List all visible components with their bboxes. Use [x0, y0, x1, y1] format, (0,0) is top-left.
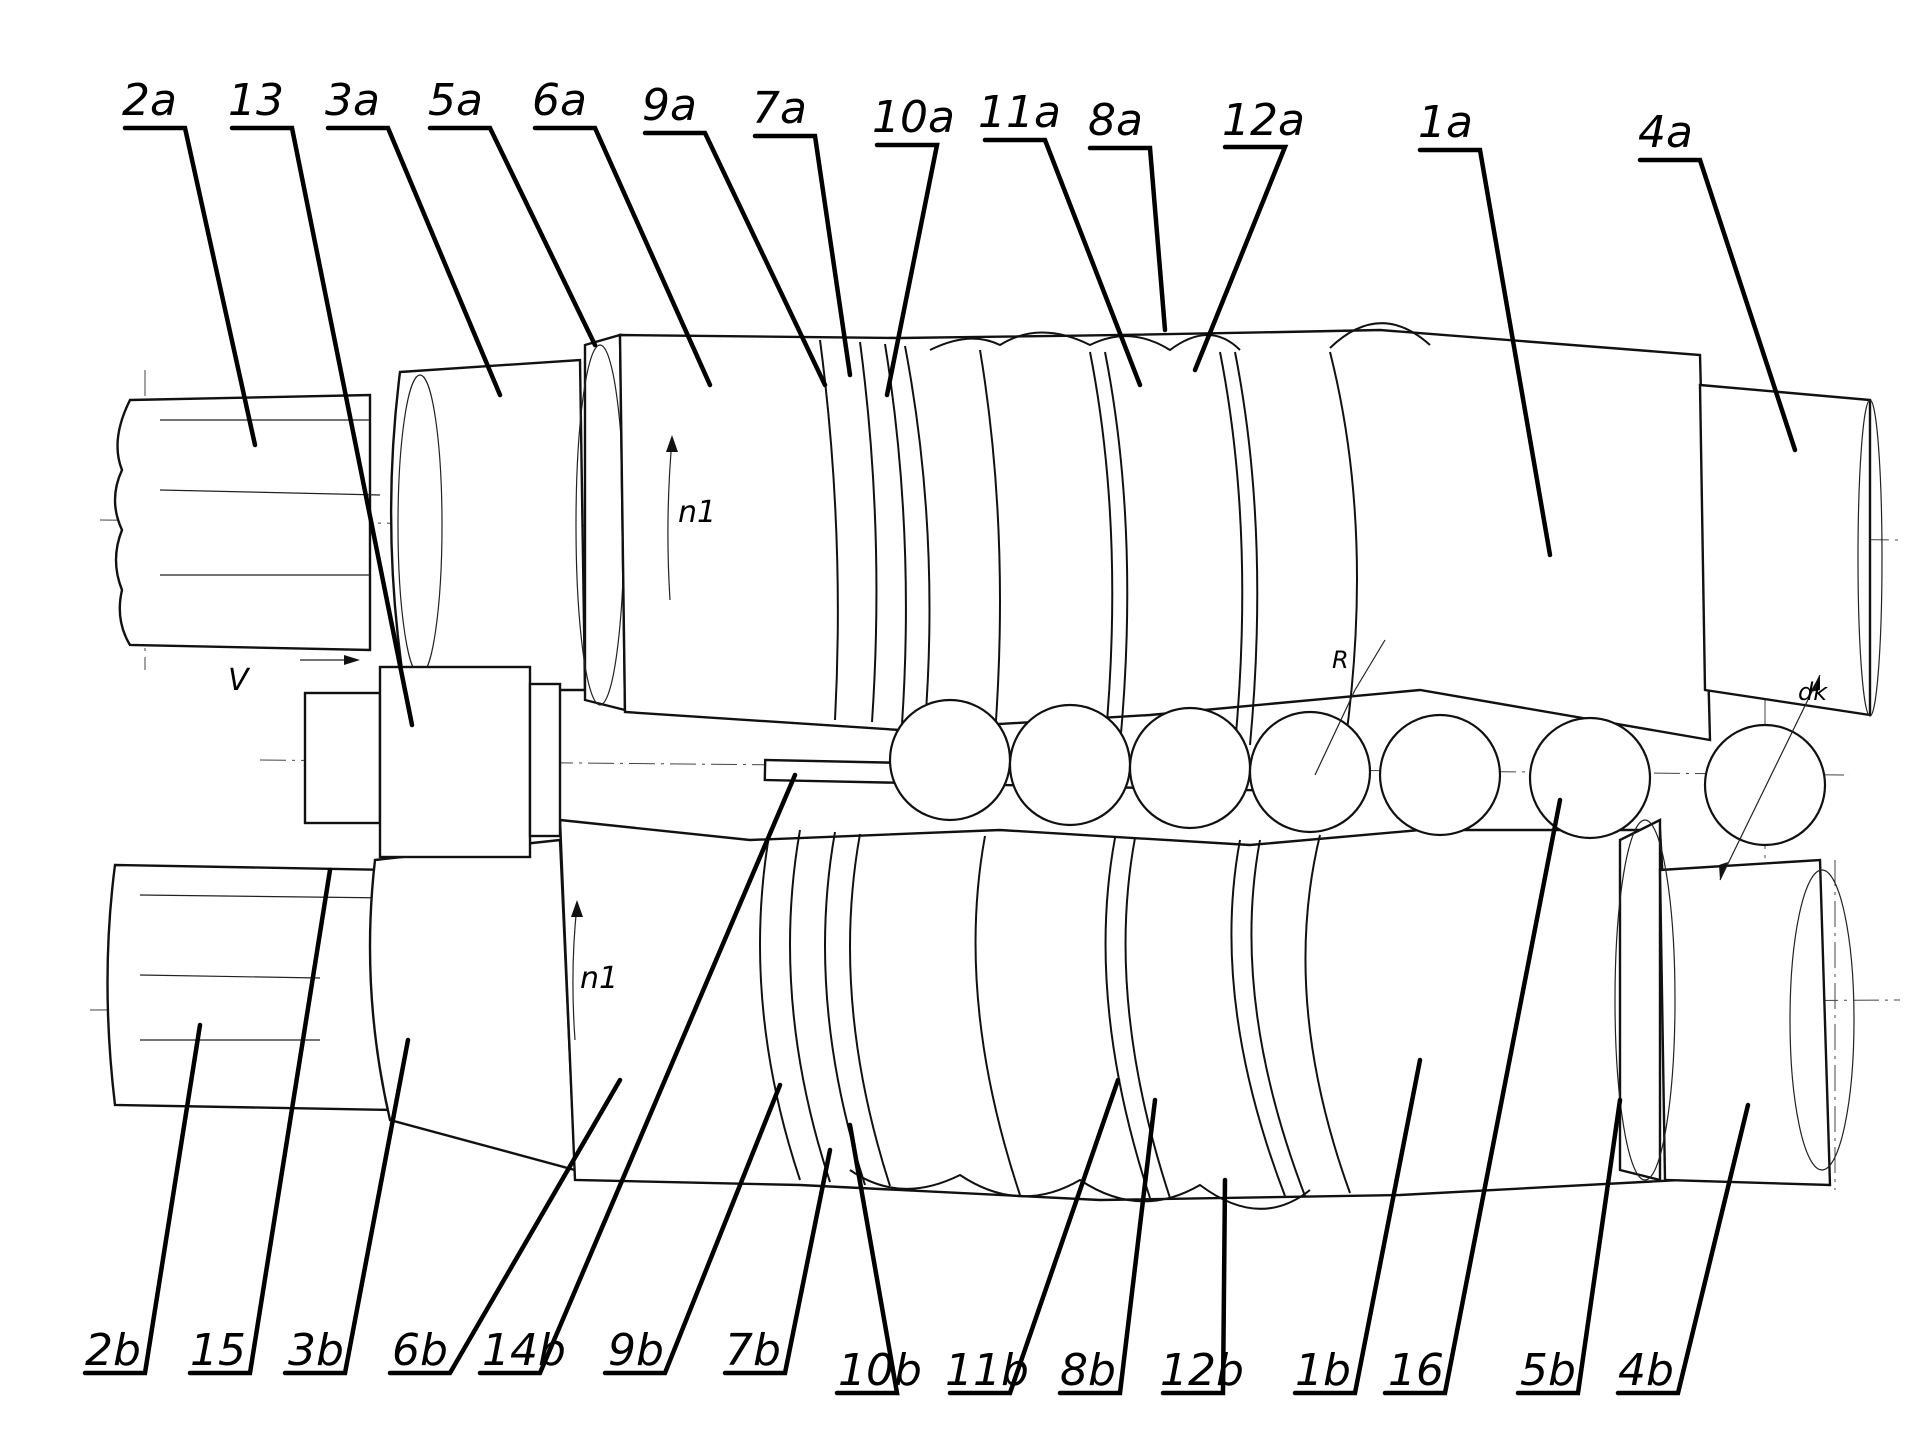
guide-block-13 [378, 665, 532, 859]
radius-label: R [1332, 646, 1349, 674]
ball-diameter-label: dk [1798, 678, 1828, 706]
lower-roll [106, 818, 1855, 1210]
speed-label-upper: n1 [678, 495, 716, 530]
annotations: n1 n1 V R dk [228, 495, 1828, 996]
bearing-5a [583, 333, 627, 712]
label-2b: 2b [85, 1325, 141, 1376]
feed-label: V [228, 663, 251, 698]
label-5b: 5b [1520, 1345, 1576, 1396]
label-3b: 3b [288, 1325, 344, 1376]
label-8b: 8b [1060, 1345, 1116, 1396]
label-7b: 7b [725, 1325, 781, 1376]
label-1b: 1b [1295, 1345, 1351, 1396]
label-12a: 12a [1222, 95, 1305, 146]
shaft-end-4a [1698, 383, 1872, 717]
shaft-end-4b [1658, 858, 1832, 1187]
collar-3b [368, 838, 577, 1172]
label-6b: 6b [392, 1325, 448, 1376]
label-15: 15 [190, 1325, 246, 1376]
label-6a: 6a [532, 75, 587, 126]
leader-lines [82, 125, 1798, 1396]
label-4b: 4b [1618, 1345, 1674, 1396]
label-10a: 10a [872, 92, 955, 143]
label-11a: 11a [978, 87, 1061, 138]
roll-barrel-1b [558, 818, 1682, 1202]
label-9a: 9a [642, 80, 697, 131]
label-14b: 14b [482, 1325, 566, 1376]
feed-arrow [300, 655, 360, 665]
label-8a: 8a [1088, 95, 1143, 146]
label-1a: 1a [1418, 97, 1473, 148]
label-12b: 12b [1160, 1345, 1244, 1396]
labels-bottom: 2b 15 3b 6b 14b 9b 7b 10b 11b 8b 12b 1b … [85, 1325, 1674, 1396]
shaft-end-2b [106, 863, 397, 1112]
label-10b: 10b [838, 1345, 922, 1396]
upper-roll [113, 322, 1883, 746]
guide-block-15 [303, 691, 382, 825]
label-11b: 11b [945, 1345, 1029, 1396]
collar-3a [389, 358, 587, 692]
label-5a: 5a [428, 75, 483, 126]
bearing-5b [1618, 818, 1662, 1182]
labels-top: 2a 13 3a 5a 6a 9a 7a 10a 11a 8a 12a 1a 4… [122, 75, 1693, 158]
label-7a: 7a [752, 83, 807, 134]
speed-label-lower: n1 [580, 961, 618, 996]
label-2a: 2a [122, 75, 177, 126]
label-13: 13 [228, 75, 284, 126]
label-16: 16 [1388, 1345, 1444, 1396]
shaft-end-2a [113, 393, 372, 652]
label-3a: 3a [325, 75, 380, 126]
label-9b: 9b [608, 1325, 664, 1376]
label-4a: 4a [1638, 107, 1693, 158]
